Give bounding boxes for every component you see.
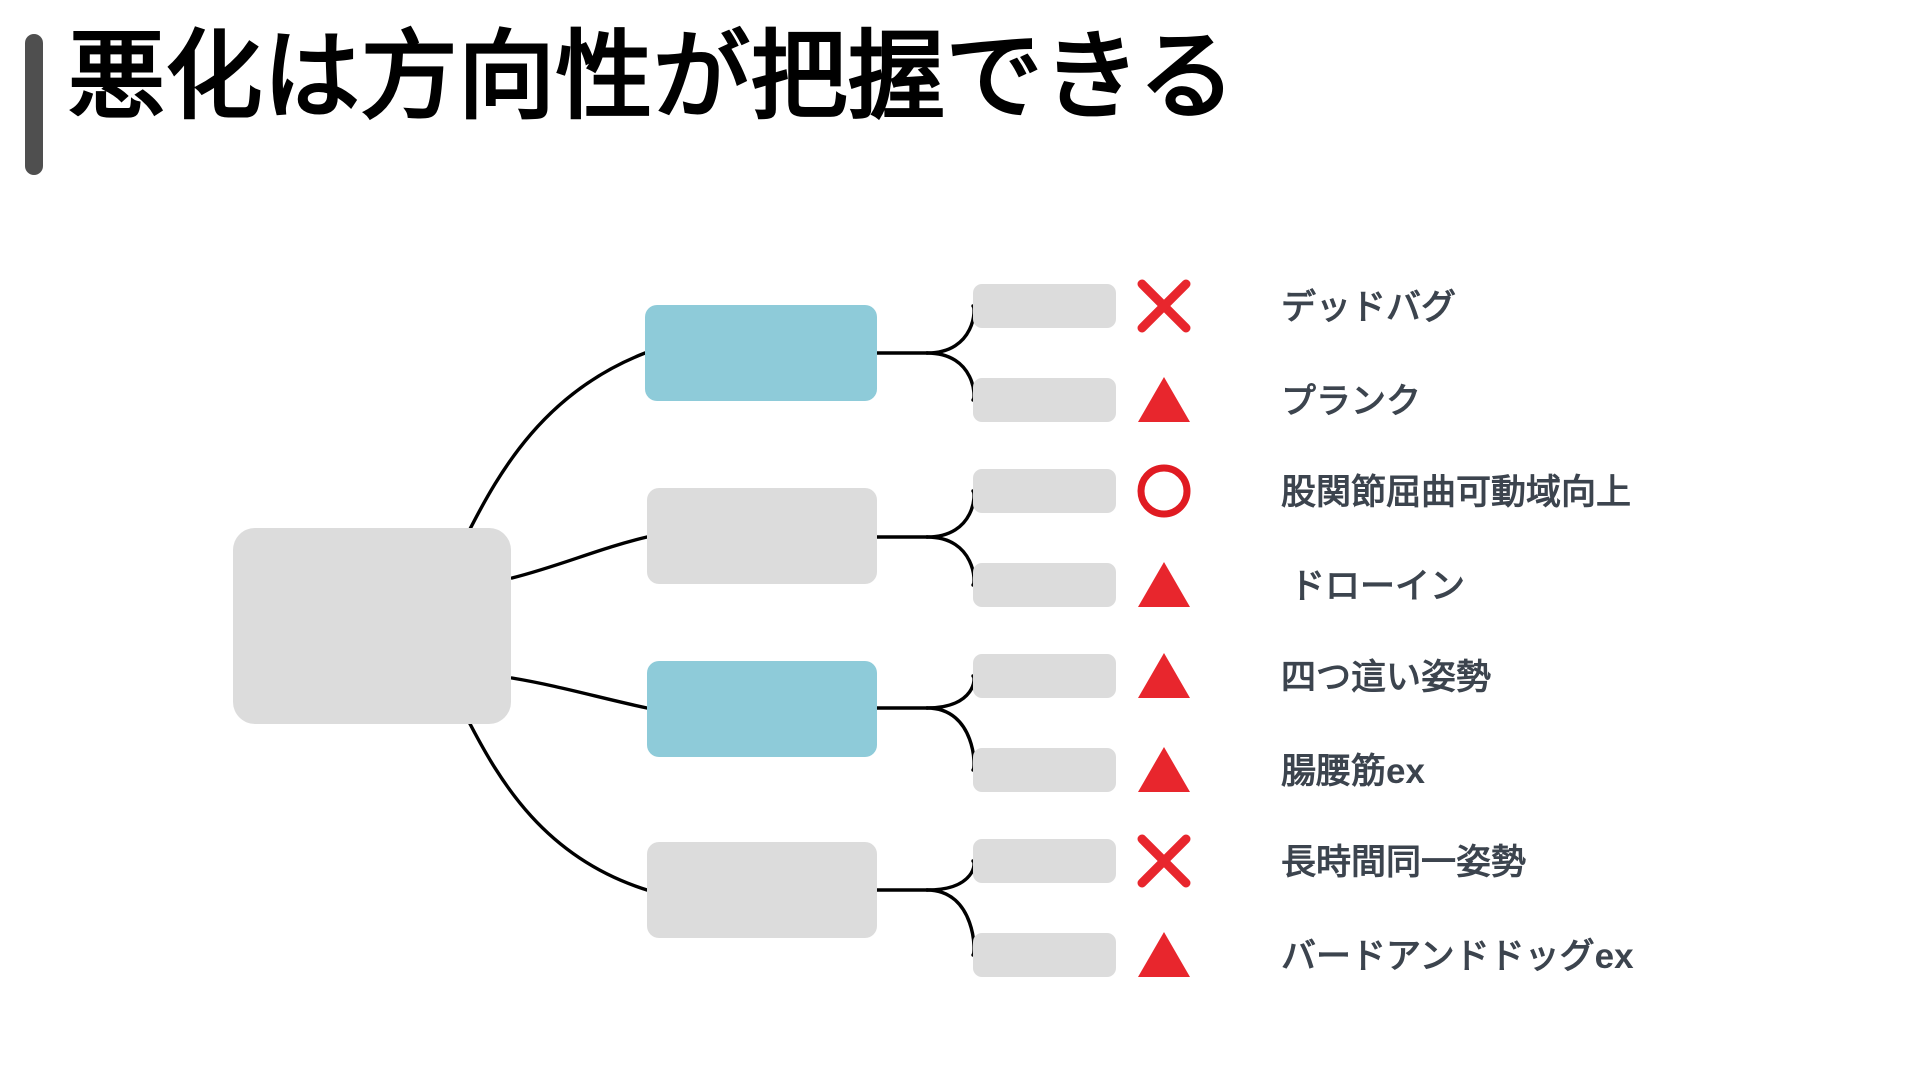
edge-root-branch-0 [466,351,647,535]
mindmap-branch-node-2[interactable] [647,661,877,757]
mindmap-leaf-pill-1[interactable] [973,378,1116,422]
mindmap-leaf-pill-5[interactable] [973,748,1116,792]
row-label-7: バードアンドドッグex [1281,937,1634,976]
mindmap-leaf-pill-4[interactable] [973,654,1116,698]
row-label-6: 長時間同一姿勢 [1281,843,1527,882]
edge-branch-2-row-5 [925,706,976,772]
edge-branch-0-row-1 [925,351,976,402]
row-label-1: プランク [1281,382,1422,421]
edge-branch-1-row-3 [925,535,976,587]
edge-branch-1-row-2 [925,489,976,539]
triangle-mark-icon [1133,369,1195,431]
page-title: 悪化は方向性が把握できる [68,22,1237,131]
edge-branch-2-row-4 [925,674,976,710]
page-header: 悪化は方向性が把握できる [0,0,1920,200]
row-label-0: デッドバグ [1281,288,1457,327]
mindmap-branch-node-3[interactable] [647,842,877,938]
mindmap-leaf-pill-7[interactable] [973,933,1116,977]
mindmap-leaf-pill-2[interactable] [973,469,1116,513]
mindmap-leaf-pill-6[interactable] [973,839,1116,883]
title-accent-bar [25,34,43,175]
triangle-mark-icon [1133,924,1195,986]
mindmap-leaf-pill-3[interactable] [973,563,1116,607]
row-label-2: 股関節屈曲可動域向上 [1281,473,1632,512]
edge-branch-3-row-6 [925,859,976,892]
mindmap-root-node[interactable] [233,528,511,724]
cross-mark-icon [1133,830,1195,892]
mindmap-branch-node-0[interactable] [645,305,877,401]
row-label-5: 腸腰筋ex [1281,752,1425,791]
mindmap-leaf-pill-0[interactable] [973,284,1116,328]
triangle-mark-icon [1133,645,1195,707]
edge-root-branch-3 [466,718,649,892]
triangle-mark-icon [1133,554,1195,616]
edge-root-branch-2 [510,676,649,710]
row-label-3: ドローイン [1290,567,1466,606]
triangle-mark-icon [1133,739,1195,801]
mindmap-branch-node-1[interactable] [647,488,877,584]
row-label-4: 四つ這い姿勢 [1281,658,1492,697]
cross-mark-icon [1133,275,1195,337]
edge-root-branch-1 [510,535,649,580]
edge-branch-0-row-0 [925,304,976,355]
edge-branch-3-row-7 [925,888,976,957]
circle-mark-icon [1133,460,1195,522]
